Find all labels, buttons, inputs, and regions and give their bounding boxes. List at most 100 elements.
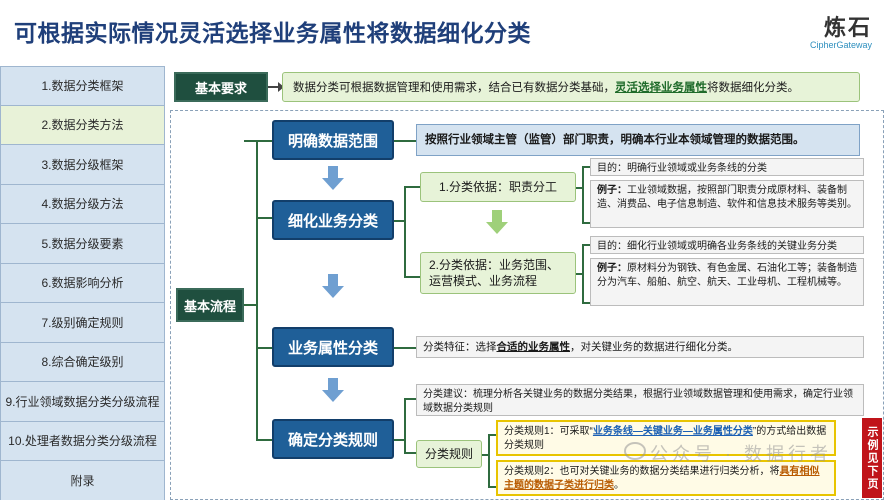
attribute-feature-highlight: 合适的业务属性 bbox=[496, 341, 571, 353]
rule-1-highlight: 业务条线—关键业务—业务属性分类 bbox=[592, 426, 753, 437]
sidebar-item-level-rules[interactable]: 7.级别确定规则 bbox=[0, 303, 165, 343]
connector bbox=[256, 439, 272, 441]
wechat-icon bbox=[624, 442, 646, 460]
connector bbox=[394, 439, 406, 441]
down-arrow-icon bbox=[322, 166, 344, 190]
rule-1: 分类规则1：可采取“业务条线—关键业务—业务属性分类”的方式给出数据分类规则 bbox=[496, 420, 836, 456]
connector bbox=[576, 187, 584, 189]
step-define-scope: 明确数据范围 bbox=[272, 120, 394, 160]
page-title: 可根据实际情况灵活选择业务属性将数据细化分类 bbox=[14, 20, 531, 46]
arrow-right-icon bbox=[268, 82, 284, 92]
sidebar-item-label: 5.数据分级要素 bbox=[41, 236, 124, 251]
sidebar-item-processor-process[interactable]: 10.处理者数据分类分级流程 bbox=[0, 421, 165, 461]
brand: 炼石 CipherGateway bbox=[810, 10, 872, 50]
rule-advice: 分类建议：梳理分析各关键业务的数据分类结果，根据行业领域数据管理和使用需求，确定… bbox=[416, 384, 864, 416]
basis1-example: 例子：工业领域数据，按照部门职责分成原材料、装备制造、消费品、电子信息制造、软件… bbox=[590, 180, 864, 228]
rule-1-b: ”的方式给出数据分类规则 bbox=[504, 426, 827, 451]
brand-subtitle: CipherGateway bbox=[809, 40, 872, 50]
sidebar-item-label: 4.数据分级方法 bbox=[41, 197, 124, 212]
sidebar-item-label: 10.处理者数据分类分级流程 bbox=[8, 434, 157, 449]
sidebar-item-label: 附录 bbox=[70, 473, 95, 488]
connector bbox=[256, 347, 272, 349]
sidebar-nav: 1.数据分类框架 2.数据分类方法 3.数据分级框架 4.数据分级方法 5.数据… bbox=[0, 66, 165, 500]
down-arrow-icon bbox=[322, 378, 344, 402]
sidebar-item-label: 7.级别确定规则 bbox=[41, 315, 124, 330]
sidebar-item-industry-process[interactable]: 9.行业领域数据分类分级流程 bbox=[0, 382, 165, 422]
scope-text: 按照行业领域主管（监管）部门职责，明确本行业本领域管理的数据范围。 bbox=[416, 124, 860, 156]
step-attribute-classification: 业务属性分类 bbox=[272, 327, 394, 367]
connector bbox=[404, 276, 420, 278]
watermark: 公众号 · 数据行者 bbox=[650, 444, 832, 464]
requirement-text-a: 数据分类可根据数据管理和使用需求，结合已有数据分类基础， bbox=[293, 82, 615, 94]
rule-label-box: 分类规则 bbox=[416, 440, 482, 468]
connector bbox=[488, 434, 490, 488]
step-refine-business: 细化业务分类 bbox=[272, 200, 394, 240]
title-bar: 可根据实际情况灵活选择业务属性将数据细化分类 炼石 CipherGateway bbox=[0, 0, 888, 64]
sidebar-item-appendix[interactable]: 附录 bbox=[0, 461, 165, 500]
rule-2: 分类规则2：也可对关键业务的数据分类结果进行归类分析，将具有相似主题的数据子类进… bbox=[496, 460, 836, 496]
connector bbox=[488, 434, 496, 436]
flow-spine bbox=[256, 140, 258, 440]
connector bbox=[256, 140, 272, 142]
rule-1-a: 分类规则1：可采取“ bbox=[504, 426, 593, 437]
down-arrow-icon bbox=[322, 274, 344, 298]
connector bbox=[394, 220, 406, 222]
basis2-purpose: 目的：细化行业领域或明确各业务条线的关键业务分类 bbox=[590, 236, 864, 254]
attribute-feature-b: ，对关键业务的数据进行细化分类。 bbox=[570, 341, 738, 353]
connector bbox=[576, 273, 584, 275]
basis1-label: 1.分类依据：职责分工 bbox=[438, 180, 557, 194]
content-area: 基本要求 数据分类可根据数据管理和使用需求，结合已有数据分类基础，灵活选择业务属… bbox=[168, 66, 888, 500]
connector bbox=[404, 452, 416, 454]
flow-label: 基本流程 bbox=[176, 288, 244, 322]
connector bbox=[582, 166, 590, 168]
step-define-rules: 确定分类规则 bbox=[272, 419, 394, 459]
requirement-text-b: 将数据细化分类。 bbox=[707, 82, 799, 94]
connector bbox=[404, 398, 406, 454]
basis2-label: 2.分类依据：业务范围、运营模式、业务流程 bbox=[429, 258, 560, 288]
scope-text-content: 按照行业领域主管（监管）部门职责，明确本行业本领域管理的数据范围。 bbox=[425, 133, 805, 146]
sidebar-item-label: 2.数据分类方法 bbox=[41, 118, 124, 133]
basis2-example: 例子：原材料分为钢铁、有色金属、石油化工等；装备制造分为汽车、船舶、航空、航天、… bbox=[590, 258, 864, 306]
brand-logo: 炼石 bbox=[823, 15, 872, 40]
requirement-highlight: 灵活选择业务属性 bbox=[615, 82, 707, 94]
connector bbox=[582, 222, 590, 224]
connector bbox=[256, 217, 272, 219]
sidebar-item-classification-method[interactable]: 2.数据分类方法 bbox=[0, 105, 165, 145]
connector bbox=[394, 140, 416, 142]
connector bbox=[404, 186, 406, 278]
basis1-purpose: 目的：明确行业领域或业务条线的分类 bbox=[590, 158, 864, 176]
connector bbox=[482, 454, 490, 456]
connector bbox=[404, 398, 416, 400]
basis1-box: 1.分类依据：职责分工 bbox=[420, 172, 576, 202]
sidebar-item-label: 9.行业领域数据分类分级流程 bbox=[5, 394, 160, 409]
sidebar-item-classification-framework[interactable]: 1.数据分类框架 bbox=[0, 66, 165, 106]
example-next-page-tag[interactable]: 示例见下页 bbox=[862, 418, 882, 498]
bracket-line bbox=[244, 140, 258, 142]
connector bbox=[488, 486, 496, 488]
connector bbox=[244, 304, 258, 306]
sidebar-item-impact-analysis[interactable]: 6.数据影响分析 bbox=[0, 263, 165, 303]
basis2-example-key: 例子： bbox=[597, 263, 627, 274]
connector bbox=[404, 186, 420, 188]
connector bbox=[394, 347, 416, 349]
sidebar-item-label: 6.数据影响分析 bbox=[41, 276, 124, 291]
basis2-example-text: 原材料分为钢铁、有色金属、石油化工等；装备制造分为汽车、船舶、航空、航天、工业母… bbox=[597, 263, 857, 288]
rule-2-b: 。 bbox=[614, 480, 624, 491]
sidebar-item-grading-method[interactable]: 4.数据分级方法 bbox=[0, 184, 165, 224]
down-arrow-icon bbox=[486, 210, 508, 234]
sidebar-item-grading-framework[interactable]: 3.数据分级框架 bbox=[0, 145, 165, 185]
rule-2-highlight: 具有相似主题的数据子类进行归类 bbox=[504, 466, 820, 491]
rule-label: 分类规则 bbox=[425, 447, 474, 461]
rule-2-a: 分类规则2：也可对关键业务的数据分类结果进行归类分析，将 bbox=[504, 466, 780, 477]
requirement-text: 数据分类可根据数据管理和使用需求，结合已有数据分类基础，灵活选择业务属性将数据细… bbox=[282, 72, 860, 102]
sidebar-item-label: 8.综合确定级别 bbox=[41, 355, 124, 370]
basis1-example-key: 例子： bbox=[597, 185, 627, 196]
connector bbox=[582, 302, 590, 304]
attribute-feature-a: 分类特征：选择 bbox=[423, 341, 497, 353]
attribute-feature: 分类特征：选择合适的业务属性，对关键业务的数据进行细化分类。 bbox=[416, 336, 864, 358]
sidebar-item-label: 1.数据分类框架 bbox=[41, 79, 124, 94]
basis2-box: 2.分类依据：业务范围、运营模式、业务流程 bbox=[420, 252, 576, 294]
sidebar-item-grading-elements[interactable]: 5.数据分级要素 bbox=[0, 224, 165, 264]
requirement-label: 基本要求 bbox=[174, 72, 268, 102]
sidebar-item-combined-level[interactable]: 8.综合确定级别 bbox=[0, 342, 165, 382]
